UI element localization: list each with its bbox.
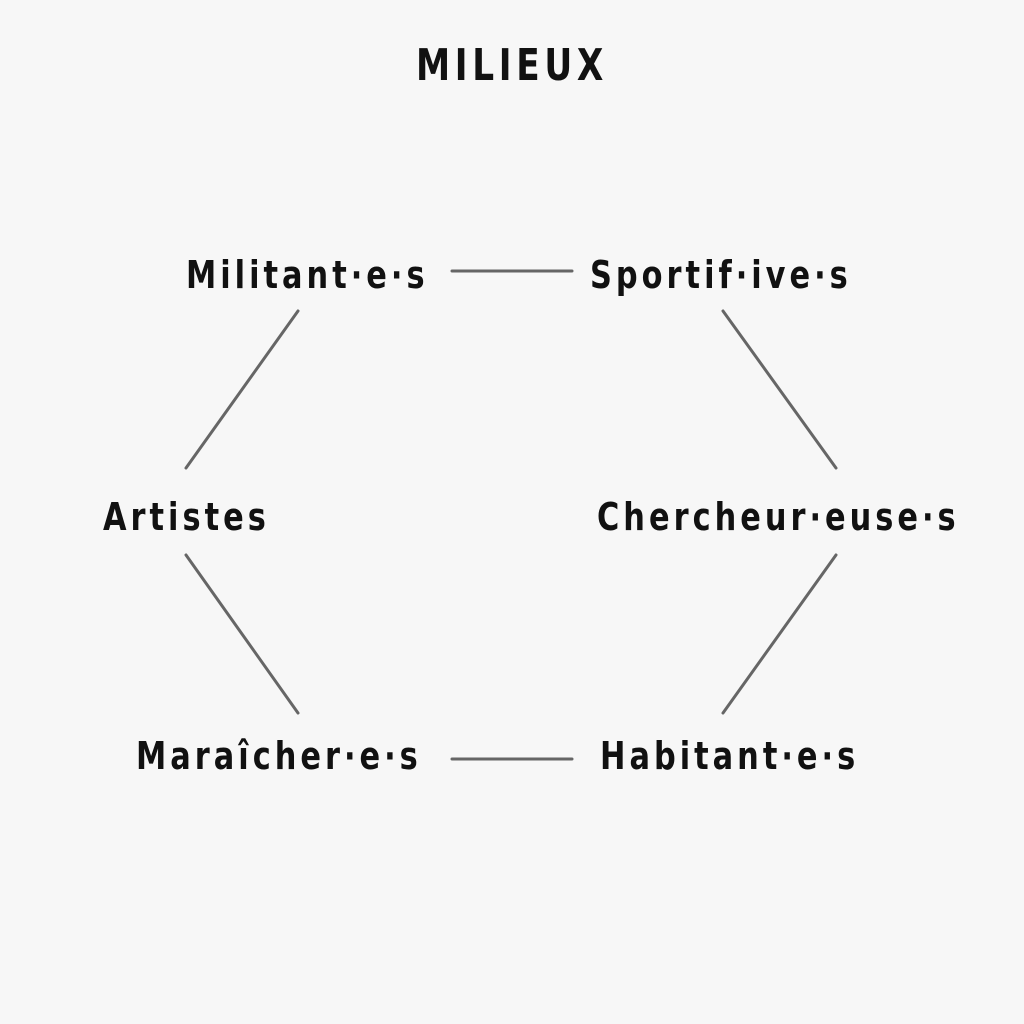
node-artistes: Artistes (103, 495, 270, 539)
node-militants: Militant·e·s (186, 253, 429, 297)
node-sportifs: Sportif·ive·s (590, 253, 852, 297)
node-chercheurs: Chercheur·euse·s (597, 495, 960, 539)
node-maraichers: Maraîcher·e·s (136, 734, 422, 778)
edge-chercheurs-habitants (721, 553, 838, 715)
diagram-title: MILIEUX (415, 40, 609, 91)
edge-sportifs-chercheurs (721, 309, 838, 470)
edge-artistes-militants (184, 309, 300, 470)
node-habitants: Habitant·e·s (600, 734, 860, 778)
edge-maraichers-artistes (184, 553, 300, 715)
